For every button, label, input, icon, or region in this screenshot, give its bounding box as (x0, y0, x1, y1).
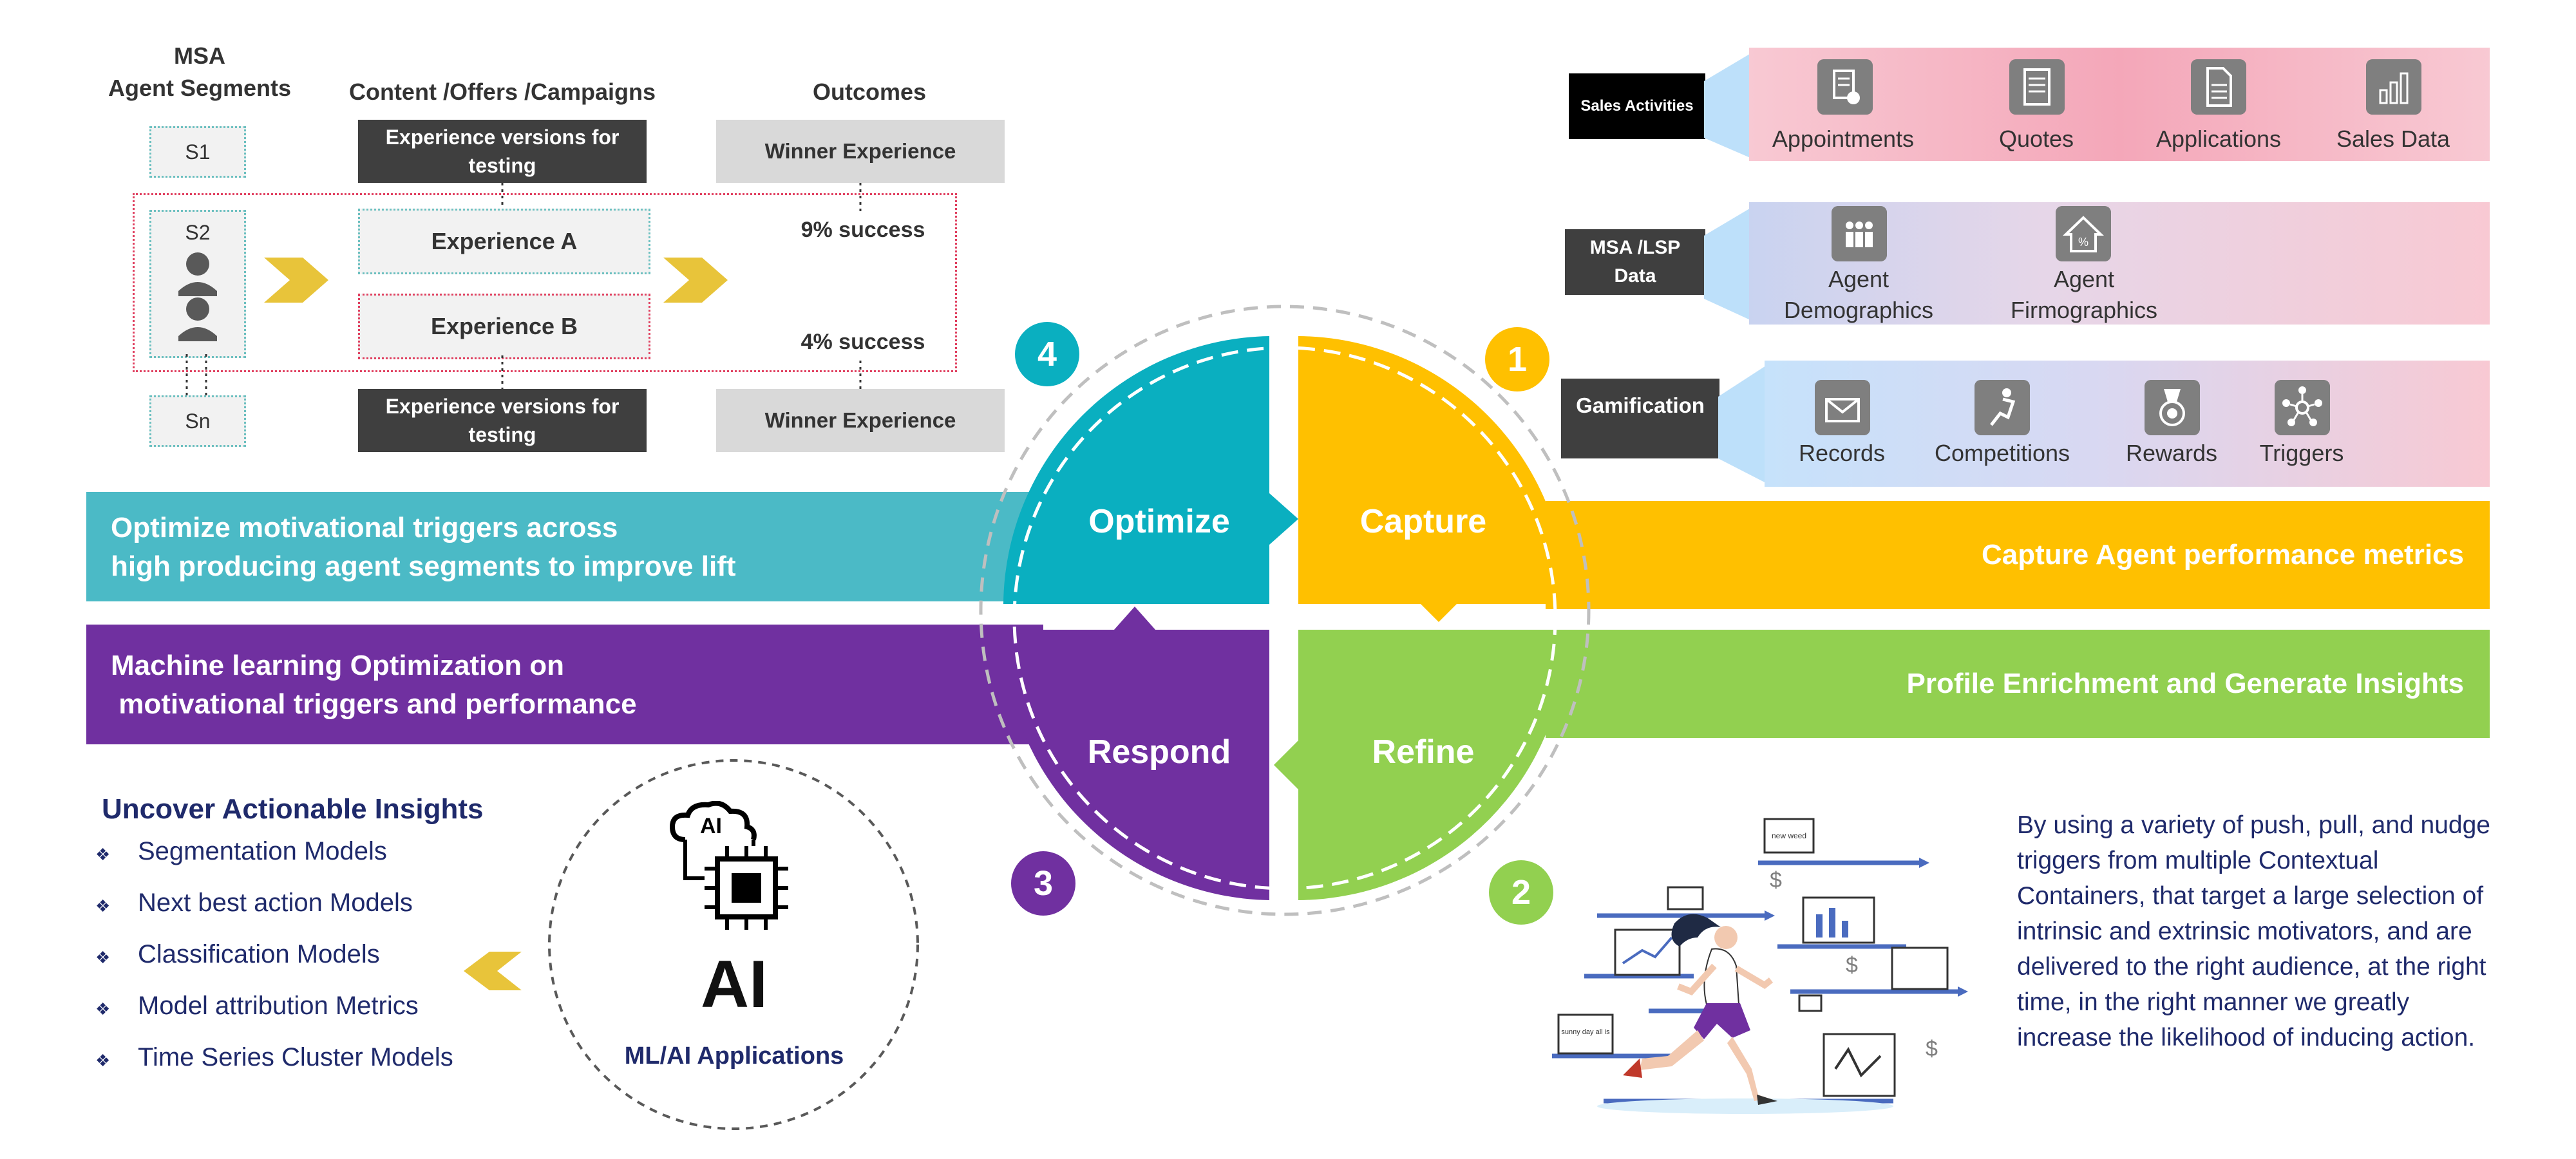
callout-wedge (1718, 366, 1766, 483)
triggers-icon (2275, 380, 2330, 438)
diamond-bullet-icon: ❖ (95, 896, 111, 916)
optimize-band-text: Optimize motivational triggers across hi… (111, 512, 736, 582)
optimize-label: Optimize (1088, 503, 1230, 540)
svg-text:%: % (2078, 236, 2088, 249)
rewards-icon (2145, 380, 2200, 438)
experience-a: Experience A (358, 209, 650, 274)
experience-b: Experience B (358, 294, 650, 359)
diamond-bullet-icon: ❖ (95, 999, 111, 1019)
sales-activities-panel: Appointments Quotes Applications Sales D… (1749, 48, 2490, 161)
firmographics-label: Agent Firmographics (2010, 266, 2158, 323)
yellow-arrow-icon (264, 258, 328, 303)
list-item-label: Next best action Models (138, 889, 413, 917)
left-arrow-icon (464, 952, 522, 990)
experience-versions-bottom: Experience versions for testing (358, 389, 647, 452)
ai-circle (548, 759, 919, 1130)
winner-experience-bottom: Winner Experience (716, 389, 1005, 452)
appointments-icon (1817, 59, 1873, 118)
list-item-label: Segmentation Models (138, 837, 387, 865)
diamond-bullet-icon: ❖ (95, 948, 111, 967)
diamond-bullet-icon: ❖ (95, 1051, 111, 1070)
list-item-label: Classification Models (138, 940, 380, 968)
source-label-sales: Sales Activities (1569, 73, 1705, 139)
ml-band: Machine learning Optimization on motivat… (86, 625, 1043, 744)
source-label-gamification: Gamification (1561, 379, 1719, 458)
ml-band-text: Machine learning Optimization on motivat… (111, 650, 637, 720)
ai-caption: ML/AI Applications (624, 1042, 844, 1069)
list-item-label: Time Series Cluster Models (138, 1043, 453, 1071)
triggers-label: Triggers (2259, 440, 2344, 466)
refine-label: Refine (1372, 733, 1475, 771)
step-3-badge: 3 (1011, 851, 1075, 916)
cycle-diagram (979, 305, 1591, 916)
profile-band-text: Profile Enrichment and Generate Insights (1906, 668, 2464, 699)
applications-icon (2191, 59, 2246, 118)
bubble-text: new weed (1772, 831, 1806, 840)
applications-label: Applications (2155, 126, 2282, 152)
content-header: Content /Offers /Campaigns (348, 79, 656, 105)
firmographics-icon: % (2056, 206, 2111, 265)
sales-data-icon (2366, 59, 2421, 118)
svg-text:$: $ (1846, 953, 1858, 977)
ai-big-text: AI (701, 947, 768, 1022)
test-group-outline (133, 193, 957, 372)
success-a: 9% success (800, 218, 925, 242)
experience-versions-top: Experience versions for testing (358, 120, 647, 183)
outcomes-header: Outcomes (812, 79, 927, 105)
svg-text:$: $ (1926, 1037, 1938, 1061)
chip-ai-text: AI (700, 814, 722, 838)
sales-data-label: Sales Data (2336, 126, 2450, 152)
refine-quadrant (1274, 630, 1567, 900)
step-4-badge: 4 (1015, 322, 1079, 386)
competitions-icon (1975, 380, 2030, 438)
agent-person-icon (178, 252, 217, 341)
records-icon (1815, 380, 1870, 438)
segment-s1: S1 (149, 126, 246, 178)
quotes-label: Quotes (1998, 126, 2074, 152)
optimize-quadrant (1003, 336, 1298, 604)
callout-wedge (1704, 53, 1752, 158)
dotted-connectors (185, 183, 862, 395)
gamification-panel: Records Competitions Rewards Triggers (1765, 361, 2490, 487)
callout-wedge (1704, 207, 1752, 321)
capture-band-text: Capture Agent performance metrics (1981, 539, 2464, 570)
quotes-icon (2009, 59, 2065, 118)
runner-illustration: new weed sunny day all is $ $ $ (1552, 818, 1968, 1114)
step-2-badge: 2 (1489, 860, 1553, 925)
capture-quadrant (1298, 336, 1567, 622)
description-paragraph: By using a variety of push, pull, and nu… (2017, 811, 2490, 1051)
rewards-label: Rewards (2125, 440, 2218, 466)
capture-band: Capture Agent performance metrics (1546, 501, 2490, 609)
source-label-msa: MSA /LSP Data (1565, 229, 1705, 295)
msa-data-panel: Agent Demographics % Agent Firmographics (1749, 202, 2490, 325)
step-1-badge: 1 (1485, 327, 1549, 391)
note-text: sunny day all is (1561, 1028, 1610, 1036)
demographics-icon (1832, 206, 1887, 265)
speech-bubble (1763, 818, 1815, 854)
optimize-band: Optimize motivational triggers across hi… (86, 492, 1043, 601)
list-item-label: Model attribution Metrics (138, 992, 419, 1020)
records-label: Records (1798, 440, 1886, 466)
demographics-label: Agent Demographics (1783, 266, 1934, 323)
profile-band: Profile Enrichment and Generate Insights (1546, 630, 2490, 738)
appointments-label: Appointments (1772, 126, 1915, 152)
segments-header: MSA Agent Segments (108, 42, 292, 101)
winner-experience-top: Winner Experience (716, 120, 1005, 183)
segment-sn: Sn (149, 395, 246, 447)
competitions-label: Competitions (1934, 440, 2070, 466)
capture-label: Capture (1359, 503, 1487, 540)
respond-quadrant (1003, 607, 1269, 900)
yellow-arrow-icon (663, 258, 728, 303)
insights-title: Uncover Actionable Insights (102, 793, 484, 825)
segment-s2-label: S2 (185, 221, 211, 244)
success-b: 4% success (800, 330, 925, 354)
svg-text:$: $ (1770, 868, 1782, 892)
diamond-bullet-icon: ❖ (95, 845, 111, 864)
respond-label: Respond (1087, 733, 1231, 771)
segment-s2: S2 (149, 210, 246, 358)
ai-chip-icon: AI (669, 801, 788, 930)
